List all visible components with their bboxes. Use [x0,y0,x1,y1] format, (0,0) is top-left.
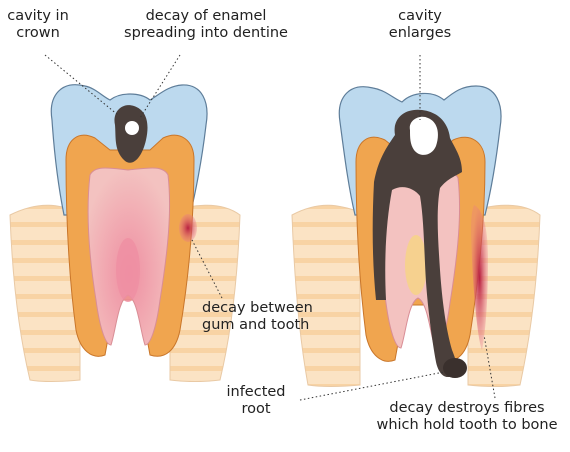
left-tooth [10,85,240,382]
label-decay-destroys-fibres: decay destroys fibres which hold tooth t… [368,400,566,434]
right-pulp-core [405,235,427,295]
right-infected-root [443,358,467,378]
label-cavity-enlarges: cavity enlarges [380,8,460,42]
label-decay-of-enamel: decay of enamel spreading into dentine [108,8,304,42]
right-cavity-hole [410,117,438,155]
label-decay-between-gum: decay between gum and tooth [202,300,342,334]
left-cavity-hole [125,121,139,135]
left-pulp-core [116,238,140,302]
label-cavity-in-crown: cavity in crown [2,8,74,42]
right-gum [292,205,360,386]
left-gum-infection [179,214,197,242]
right-tooth [292,86,540,387]
label-infected-root: infected root [218,384,294,418]
